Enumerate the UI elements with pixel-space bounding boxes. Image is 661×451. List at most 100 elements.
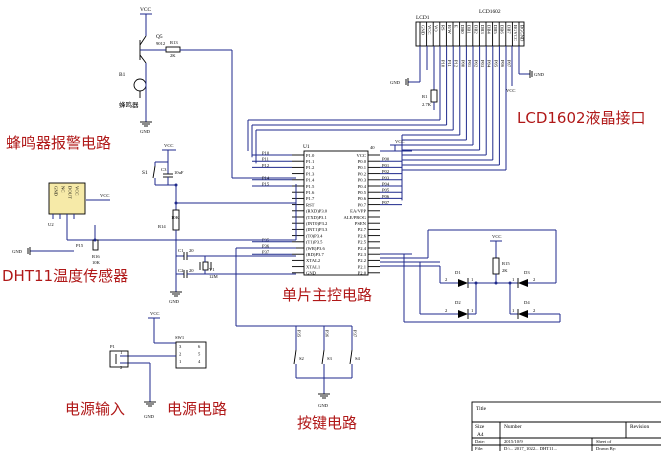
buzzer-circuit: VCC Q5 9012 R13 2K B1 蜂鸣器 GND — [119, 7, 296, 179]
mcu-left-pin-11: (INT0)P3.2 — [306, 221, 328, 226]
pin40-label: 40 — [370, 145, 375, 150]
mcu-left-pin-18: XTAL1 — [306, 264, 321, 269]
mcu-right-net-6: P05 — [382, 188, 390, 193]
mcu-left-pin-8: RST — [306, 202, 315, 207]
mcu-left-pin-16: (RD)P3.7 — [306, 252, 324, 257]
sw1-pin-5: 4 — [198, 359, 201, 364]
mcu-right-pin-6: P0.5 — [358, 190, 367, 195]
mcu-right-pin-7: P0.6 — [358, 196, 367, 201]
buzzer-symbol — [133, 78, 147, 92]
lcd-gnd-bg: GND — [534, 72, 545, 77]
power-vcc: VCC — [150, 311, 159, 316]
mcu-left-pin-15: (WR)P3.6 — [306, 246, 325, 251]
mcu-right-pin-18: P2.1 — [358, 264, 367, 269]
c1-val: 20 — [189, 248, 194, 253]
dht-gnd: GND — [12, 249, 23, 254]
title-block: Title Size A4 Number Revision Date: 2015… — [471, 401, 661, 451]
lcd-net-7: P04 — [487, 60, 492, 68]
sw1-pin-2: 1 — [179, 359, 182, 364]
mcu-circuit-label: 单片主控电路 — [282, 286, 372, 304]
tb-date: 2015/10/9 — [504, 439, 523, 444]
mcu-right-pin-1: P0.0 — [358, 159, 367, 164]
lcd-ref: LCD1 — [416, 15, 430, 21]
lcd-pin-10: DB4 — [487, 25, 492, 34]
tb-sheet: Sheet of — [596, 439, 612, 444]
dht-pin-2: DOUT — [68, 186, 73, 199]
y1-val: 12M — [209, 274, 218, 279]
power-input-label: 电源输入 — [65, 400, 125, 418]
lcd-pin-3: RS — [440, 25, 445, 31]
r13-ref: R13 — [170, 40, 178, 45]
buzzer-gnd: GND — [140, 129, 151, 134]
mcu-right-pin-11: PSEN — [355, 221, 367, 226]
key-switch-0 — [293, 349, 297, 365]
u2-ref: U2 — [48, 222, 54, 227]
b1-ref: B1 — [119, 72, 126, 78]
lcd-net-9: P06 — [500, 60, 505, 68]
tb-size: A4 — [477, 432, 484, 438]
mcu-right-net-4: P03 — [382, 175, 390, 180]
u1-ref: U1 — [303, 144, 310, 150]
mcu-left-pin-13: (T0)P3.4 — [306, 233, 323, 238]
mcu-right-pin-13: P2.6 — [358, 233, 367, 238]
r16-val: 10K — [92, 260, 101, 265]
mcu-left-pin-6: P1.6 — [306, 190, 315, 195]
d1-pin2: 2 — [445, 277, 448, 282]
d4-pin1: 1 — [512, 308, 515, 313]
lcd-data-bus — [247, 46, 507, 201]
mcu-right-pin-5: P0.4 — [358, 184, 367, 189]
mcu-right-pin-3: P0.2 — [358, 171, 367, 176]
mcu-vcc: VCC — [395, 139, 404, 144]
lcd-pin-13: DB7 — [506, 25, 511, 34]
mcu-u1: U1 P1.0P10P1.1P11P1.2P12P1.3P1.4P14P1.5P… — [252, 139, 412, 276]
mcu-left-net-16: P37 — [262, 250, 270, 255]
dht-net: P15 — [76, 243, 84, 248]
s1-ref: S1 — [142, 170, 148, 176]
power-circuit-label: 电源电路 — [167, 400, 227, 418]
lcd-net-10: P07 — [507, 60, 512, 68]
dht-vcc: VCC — [100, 193, 109, 198]
sw1-pin-3: 6 — [198, 344, 201, 349]
mcu-left-net-15: P36 — [262, 244, 270, 249]
mcu-left-pin-2: P1.2 — [306, 165, 315, 170]
lcd-net-0: P10 — [441, 60, 446, 68]
mcu-left-pin-9: (RXD)P3.0 — [306, 209, 328, 214]
lcd-net-6: P03 — [480, 60, 485, 68]
mcu-left-pin-12: (INT1)P3.3 — [306, 227, 328, 232]
mcu-left-pin-4: P1.4 — [306, 178, 315, 183]
d3-ref: D3 — [524, 270, 530, 275]
lcd-net-3: P00 — [460, 60, 465, 68]
mcu-right-pin-2: P0.1 — [358, 165, 367, 170]
c2-val: 20 — [189, 268, 194, 273]
tb-drawn: Drawn By: — [596, 446, 616, 451]
c3-ref: C3 — [161, 167, 167, 172]
p1-pin1: 1 — [120, 350, 123, 355]
mcu-right-pin-16: P2.3 — [358, 252, 367, 257]
lcd-part: LCD1602 — [479, 9, 501, 15]
crystal-gnd: GND — [169, 299, 180, 304]
tb-file: D:\... 2017_1022... DHT11... — [504, 446, 557, 451]
lcd-net-8: P05 — [493, 60, 498, 68]
lcd-pin-9: DB3 — [480, 25, 485, 34]
mcu-left-net-0: P10 — [262, 151, 270, 156]
mcu-right-pin-17: P2.2 — [358, 258, 367, 263]
keys-gnd: GND — [318, 403, 329, 408]
key-net-0: P35 — [297, 330, 302, 338]
q5-ref: Q5 — [156, 34, 163, 40]
r16-ref: R16 — [92, 254, 100, 259]
mcu-right-pin-8: P0.7 — [358, 202, 367, 207]
mcu-left-pin-0: P1.0 — [306, 153, 315, 158]
lcd-pin-11: DB5 — [493, 25, 498, 34]
sw1-pin-4: 5 — [198, 352, 201, 357]
mcu-right-pin-12: P2.7 — [358, 227, 367, 232]
lcd-pin-14: BGVCC — [513, 25, 518, 41]
tb-title: Title — [476, 406, 487, 412]
sw1-pin-0: 3 — [179, 344, 182, 349]
r14-val-top: 10K — [171, 215, 180, 220]
key-net-2: P37 — [353, 330, 358, 338]
mcu-right-net-3: P02 — [382, 169, 390, 174]
sw1-pin-1: 2 — [179, 352, 182, 357]
mcu-right-pin-0: VCC — [357, 153, 366, 158]
lcd-pin-12: DB6 — [500, 25, 505, 34]
